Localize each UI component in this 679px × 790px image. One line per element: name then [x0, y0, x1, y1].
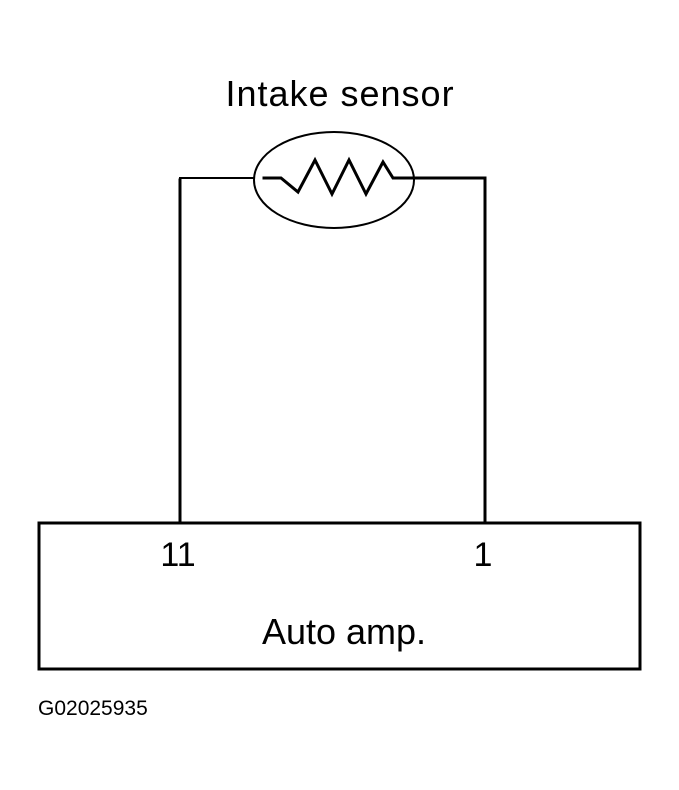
sensor-ellipse: [253, 131, 415, 229]
auto-amp-box: [37, 521, 642, 671]
figure-id: G02025935: [38, 697, 148, 720]
resistor-icon: [262, 156, 410, 198]
unit-label: Auto amp.: [262, 611, 426, 652]
terminal-label-11: 11: [160, 536, 195, 574]
wire-right: [406, 176, 487, 525]
wire-left: [179, 177, 254, 523]
terminal-label-1: 1: [474, 536, 493, 574]
sensor-label: Intake sensor: [225, 73, 454, 114]
